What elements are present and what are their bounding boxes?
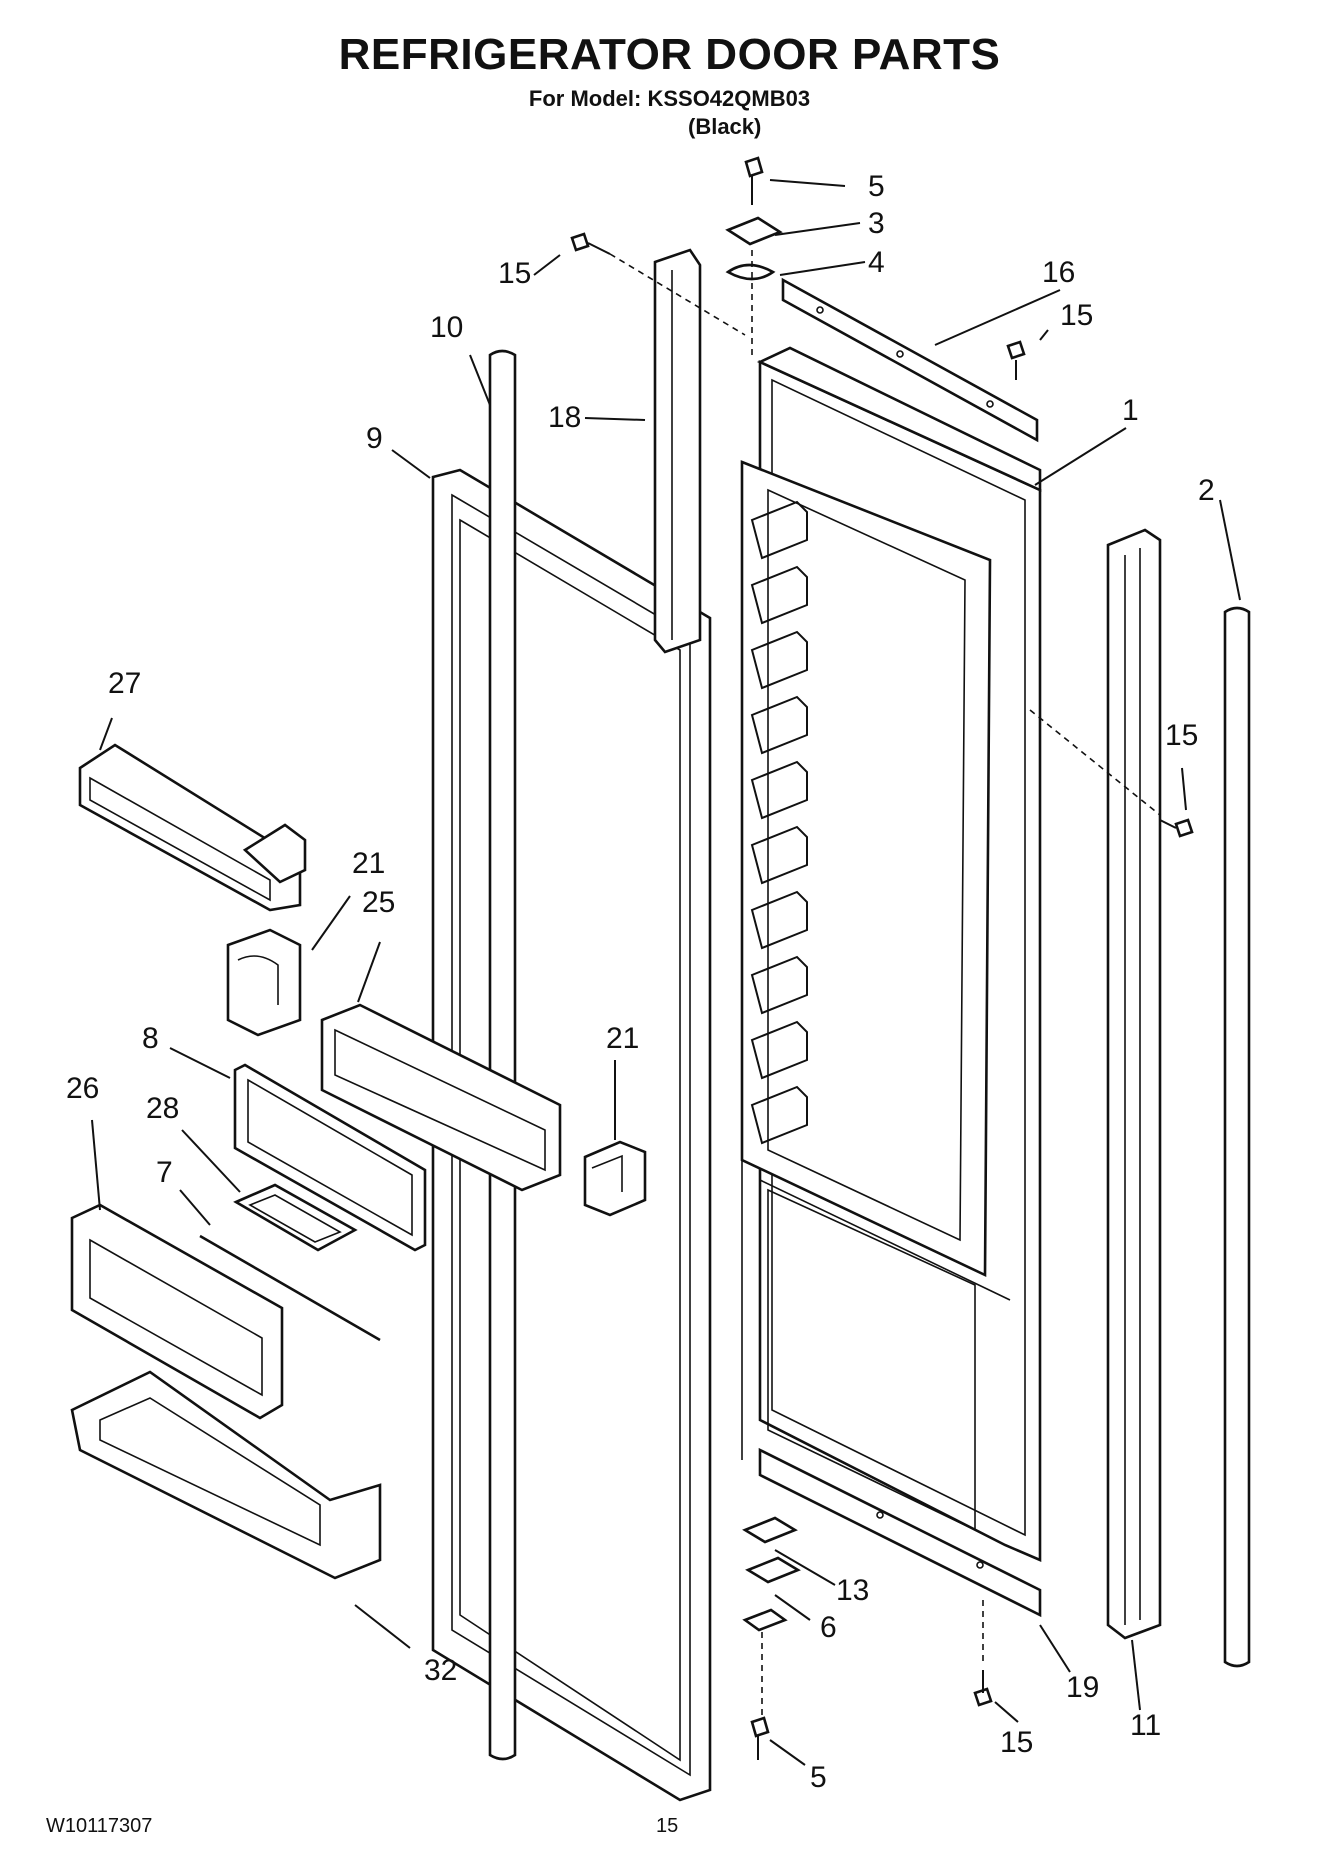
callout-19: 19 — [1066, 1671, 1099, 1704]
callout-5-bottom: 5 — [810, 1761, 827, 1794]
callout-10: 10 — [430, 311, 463, 344]
door-liner-part — [740, 346, 1042, 1562]
callout-27: 27 — [108, 667, 141, 700]
callout-9: 9 — [366, 422, 383, 455]
callout-15-top-left: 15 — [498, 257, 531, 290]
top-trim-part — [781, 277, 1039, 443]
callout-1: 1 — [1122, 394, 1139, 427]
bottom-trim-part — [758, 1447, 1042, 1618]
callout-25: 25 — [362, 886, 395, 919]
door-shelf-cleats — [750, 500, 808, 1145]
bin-support-21-right-part — [583, 1140, 647, 1217]
door-bin-27-part — [78, 743, 307, 912]
callout-32: 32 — [424, 1654, 457, 1687]
callout-3: 3 — [868, 207, 885, 240]
callout-28: 28 — [146, 1092, 179, 1125]
callout-15-right: 15 — [1165, 719, 1198, 752]
callout-leaders — [91, 179, 1241, 1766]
butter-tray-28-part — [233, 1183, 358, 1252]
dairy-door-8-part — [233, 1063, 427, 1252]
callout-21-left: 21 — [352, 847, 385, 880]
hinge-side-trim-part — [653, 248, 702, 654]
callout-6: 6 — [820, 1611, 837, 1644]
model-subtitle: For Model: KSSO42QMB03 — [528, 86, 811, 111]
top-hinge-assembly — [725, 156, 783, 360]
bin-support-21-left-part — [226, 928, 302, 1037]
callout-labels: 5 3 4 16 15 1 2 15 10 18 9 15 27 21 25 2… — [66, 170, 1215, 1794]
bottom-hinge-assembly — [742, 1516, 801, 1760]
callout-5-top: 5 — [868, 170, 885, 203]
callout-15-top-right: 15 — [1060, 299, 1093, 332]
page-number: 15 — [656, 1815, 679, 1837]
document-number: W10117307 — [46, 1815, 153, 1837]
callout-18: 18 — [548, 401, 581, 434]
callout-2: 2 — [1198, 474, 1215, 507]
callout-4: 4 — [868, 246, 885, 279]
handle-side-trim-part — [1106, 528, 1162, 1640]
callout-8: 8 — [142, 1022, 159, 1055]
dairy-front-26-part — [70, 1203, 284, 1420]
callout-7: 7 — [156, 1156, 173, 1189]
dairy-frame-25-part — [320, 1003, 562, 1192]
callout-13: 13 — [836, 1574, 869, 1607]
hinge-pin-7-part — [199, 1234, 381, 1342]
gasket-trim-part — [488, 349, 517, 1761]
callout-26: 26 — [66, 1072, 99, 1105]
color-subtitle: (Black) — [688, 114, 762, 139]
door-bin-32-part — [70, 1370, 382, 1580]
callout-21-right: 21 — [606, 1022, 639, 1055]
callout-11: 11 — [1130, 1709, 1161, 1742]
callout-15-bottom: 15 — [1000, 1726, 1033, 1759]
page-title: REFRIGERATOR DOOR PARTS — [338, 30, 1001, 79]
callout-16: 16 — [1042, 256, 1075, 289]
handle-strip-part — [1223, 606, 1251, 1668]
screw-fasteners — [570, 232, 1194, 1707]
